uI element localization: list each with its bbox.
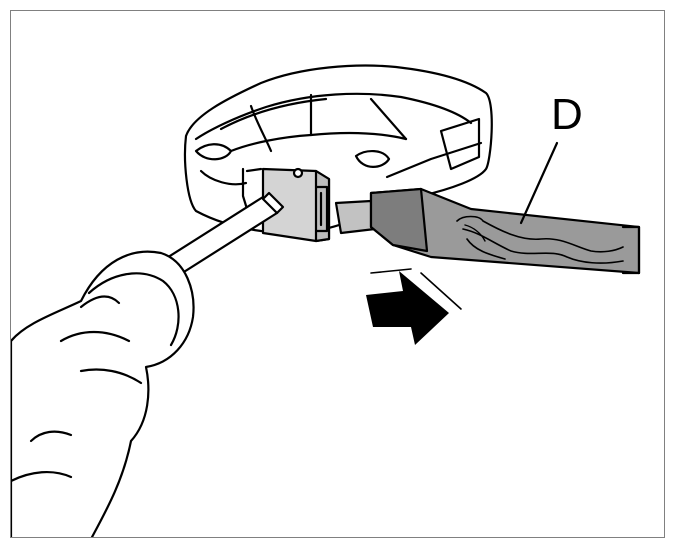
motion-line-upper (370, 268, 412, 274)
callout-label-d: D (551, 90, 583, 139)
hand (11, 250, 195, 537)
emergency-key-blade (334, 187, 641, 275)
pull-direction-arrow (366, 271, 449, 345)
callout-leader-line (519, 141, 559, 225)
figure-frame: D (10, 10, 665, 538)
motion-line-lower (420, 272, 462, 310)
release-slider (261, 167, 331, 243)
key-removal-illustration (11, 64, 641, 537)
